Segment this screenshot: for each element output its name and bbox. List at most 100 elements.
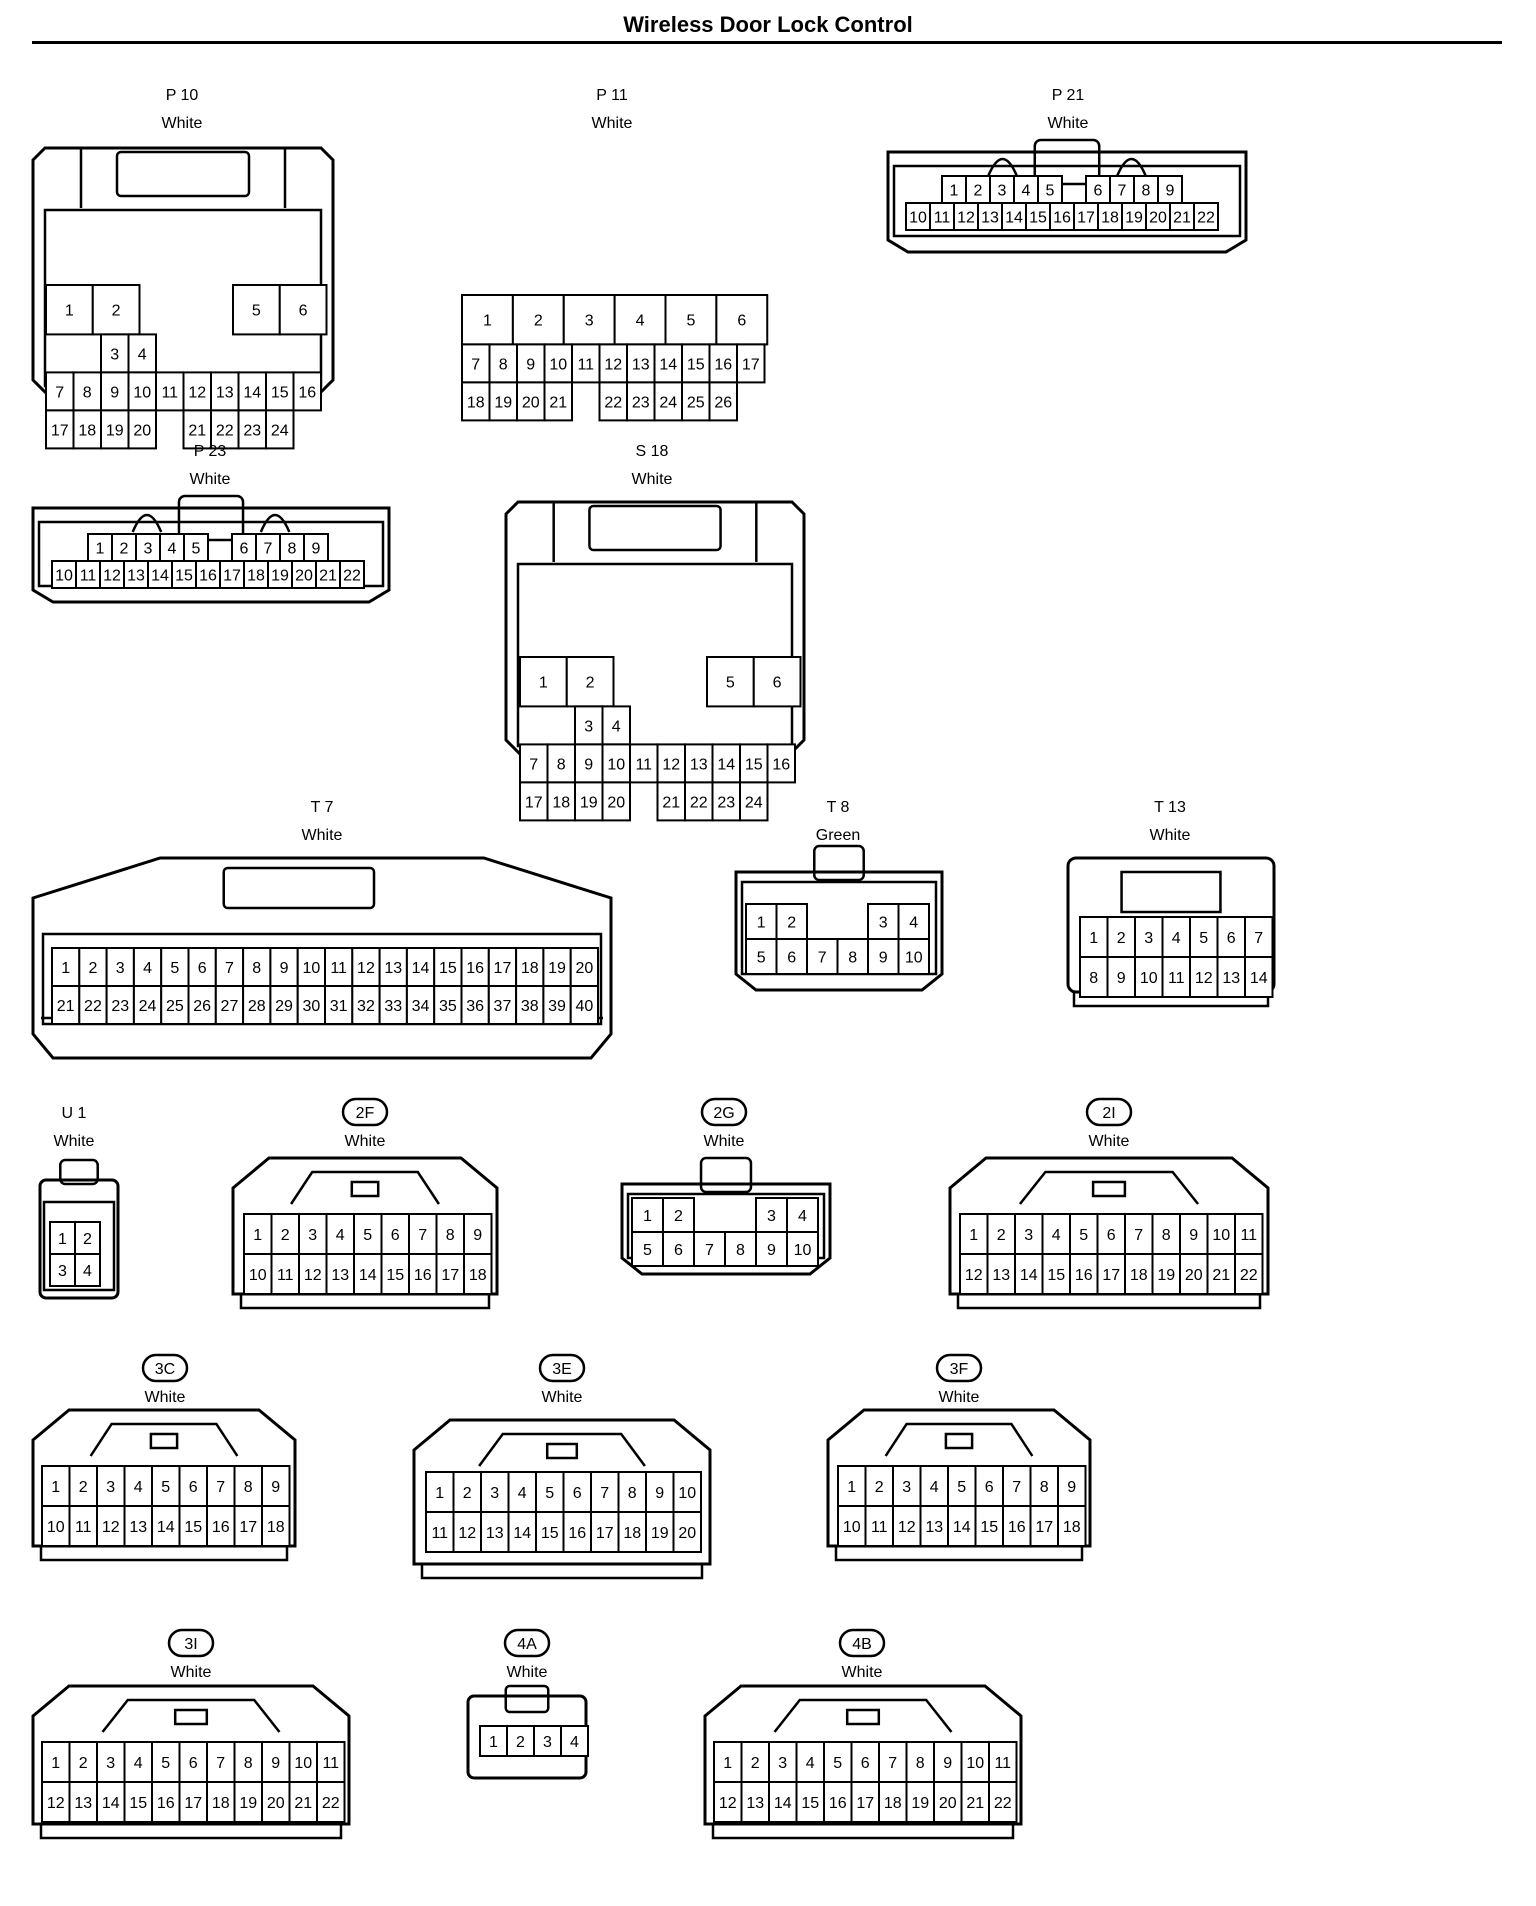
connector-color: White [190,471,231,488]
pin-cavity [105,985,135,1025]
connector-color: White [704,1133,745,1150]
pin-number: 5 [363,1227,372,1244]
pin-number: 11 [635,756,652,773]
pin-number: 11 [277,1267,294,1284]
latch-window [845,1708,881,1726]
pin-number: 1 [96,541,105,558]
pin-number: 19 [239,1795,257,1812]
pin-cavity [543,381,573,422]
pin-number: 21 [319,568,337,585]
pin-number: 11 [322,1755,339,1772]
pin-cavity [768,1781,798,1823]
connector-id: T 8 [827,799,850,816]
pin-number: 19 [1125,210,1143,227]
pin-cavity [546,781,576,822]
pin-number: 8 [244,1479,253,1496]
pin-cavity [96,1781,126,1823]
pin-number: 7 [216,1479,225,1496]
pin-number: 20 [1149,210,1167,227]
pin-number: 15 [980,1519,998,1536]
connector-color: White [542,1389,583,1406]
pin-number: 10 [905,950,923,967]
pin-number: 12 [719,1795,737,1812]
pin-number: 10 [909,210,927,227]
pin-number: 7 [1134,1227,1143,1244]
pin-number: 10 [1212,1227,1230,1244]
pin-number: 17 [1077,210,1095,227]
pin-number: 17 [51,422,69,439]
pin-number: 6 [1107,1227,1116,1244]
connector-id-badge [503,1628,551,1658]
pin-cavity [269,985,299,1025]
pin-cavity [1206,1253,1236,1295]
pin-cavity [408,1253,438,1295]
pin-number: 6 [861,1755,870,1772]
pin-number: 8 [557,756,566,773]
pin-number: 40 [575,998,593,1015]
pin-number: 7 [1118,183,1127,200]
pin-number: 32 [357,998,375,1015]
pin-number: 2 [88,960,97,977]
pin-cavity [1106,916,1136,958]
pin-cavity [1057,1465,1087,1507]
pin-number: 5 [1046,183,1055,200]
pin-number: 10 [607,756,625,773]
pin-number: 9 [526,356,535,373]
pin-number: 21 [188,422,206,439]
pin-number: 12 [965,1267,983,1284]
pin-cavity [214,985,245,1025]
housing-arch [131,513,291,533]
pin-cavity [405,985,436,1025]
connector-id-badge [935,1353,983,1383]
pin-number: 10 [678,1485,696,1502]
pin-number: 13 [632,356,650,373]
pin-number: 13 [746,1795,764,1812]
pin-cavity [1193,202,1219,231]
pin-number: 14 [659,356,677,373]
pin-number: 14 [359,1267,377,1284]
title-rule [32,41,1502,44]
pin-number: 12 [304,1267,322,1284]
connector-color: White [1048,115,1089,132]
pin-number: 22 [604,394,622,411]
pin-cavity [1013,175,1039,204]
pin-cavity [1244,956,1274,998]
pin-number: 3 [767,1208,776,1225]
pin-number: 20 [575,960,593,977]
pin-cavity [507,1511,537,1553]
pin-cavity [123,1505,153,1547]
pin-number: 13 [74,1795,92,1812]
pin-cavity [768,1741,798,1783]
pin-cavity [724,1231,757,1267]
pin-number: 22 [216,422,234,439]
pin-number: 19 [1157,1267,1175,1284]
pin-cavity [237,409,267,450]
pin-number: 4 [1172,930,1181,947]
pin-cavity [135,533,161,562]
connector-id: P 11 [596,87,628,104]
pin-number: 4 [134,1479,143,1496]
pin-number: 18 [1130,1267,1148,1284]
pin-number: 20 [939,1795,957,1812]
pin-cavity [487,947,518,987]
base-rail [956,1292,1262,1310]
pin-cavity [795,1781,825,1823]
pin-number: 24 [659,394,677,411]
pin-number: 23 [243,422,261,439]
connector-id-badge [700,1097,748,1127]
locking-tab [588,504,722,552]
pin-number: 20 [522,394,540,411]
pin-number: 17 [1035,1519,1053,1536]
pin-number: 17 [441,1267,459,1284]
pin-number: 22 [994,1795,1012,1812]
pin-cavity [989,175,1015,204]
pin-number: 8 [1142,183,1151,200]
pin-number: 38 [521,998,539,1015]
pin-cavity [261,1505,291,1547]
pin-number: 14 [102,1795,120,1812]
locking-tab [478,1432,646,1467]
pin-cavity [68,1465,98,1507]
pin-number: 16 [772,756,790,773]
pin-number: 17 [742,356,760,373]
